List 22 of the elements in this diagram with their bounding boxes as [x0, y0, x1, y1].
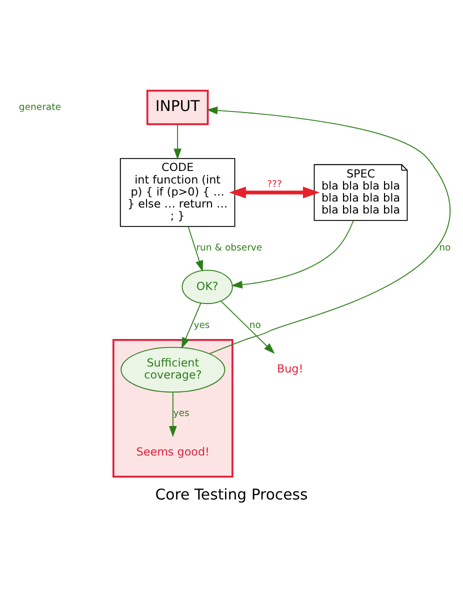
arrow — [220, 300, 275, 354]
label: generate — [18, 101, 61, 112]
edge-label: yes — [194, 319, 210, 330]
edge-label: yes — [173, 408, 190, 419]
edge-label: no — [439, 242, 451, 254]
caption: Core Testing Process — [155, 485, 308, 504]
arrow — [169, 391, 177, 437]
edge-label: run & observe — [196, 242, 262, 254]
node-ellipse: Sufficient coverage? — [120, 346, 226, 392]
edge-label: no — [249, 319, 261, 330]
node-box: INPUT — [146, 89, 209, 125]
edge-label: ??? — [267, 178, 282, 190]
arrow — [231, 220, 354, 288]
arrow — [181, 302, 202, 348]
node-text: Seems good! — [136, 444, 210, 458]
arrow — [188, 226, 204, 272]
arrow — [229, 186, 320, 198]
node-box: CODE int function (int p) { if (p>0) { … } else … return … ; } — [120, 158, 236, 226]
cluster — [112, 338, 234, 478]
node-text: Bug! — [276, 362, 304, 376]
node-ellipse: OK? — [182, 269, 233, 304]
arrow — [174, 123, 182, 160]
